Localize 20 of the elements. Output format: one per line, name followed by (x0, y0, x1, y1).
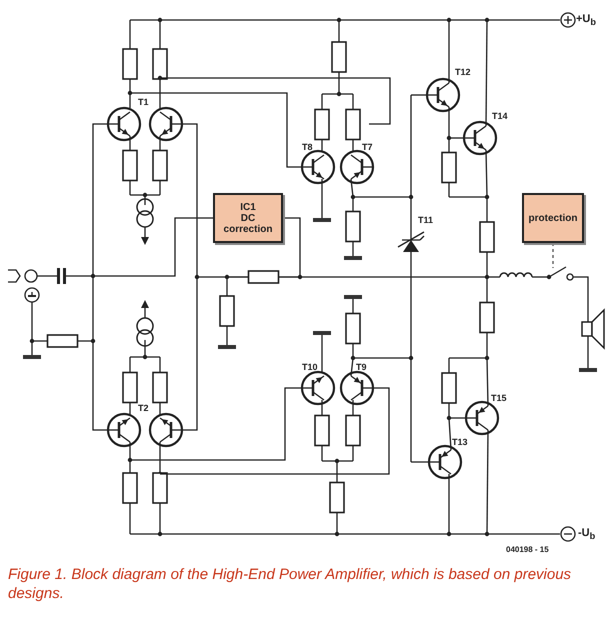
figure-caption: Figure 1. Block diagram of the High-End Power Amplifier, which is based on previous designs. (8, 566, 572, 604)
terminal-label: +U$_{b}$ (576, 14, 596, 28)
ic-block (213, 193, 283, 243)
component-label: T1 (138, 98, 149, 107)
block-label: protection (528, 212, 578, 224)
component-label: T7 (362, 143, 373, 152)
component-label: T2 (138, 404, 149, 413)
figure-code: 040198 - 15 (506, 546, 549, 554)
component-label: T8 (302, 143, 313, 152)
component-label: T10 (302, 363, 318, 372)
protection-block (522, 193, 584, 243)
component-label: T12 (455, 68, 471, 77)
component-label: T13 (452, 438, 468, 447)
block-label: DC correction (222, 212, 274, 234)
component-label: T15 (491, 394, 507, 403)
component-label: T9 (356, 363, 367, 372)
component-label: T14 (492, 112, 508, 121)
component-label: T11 (418, 216, 434, 225)
terminal-label: -U$_{b}$ (578, 528, 596, 542)
block-label: IC1 (240, 202, 256, 212)
